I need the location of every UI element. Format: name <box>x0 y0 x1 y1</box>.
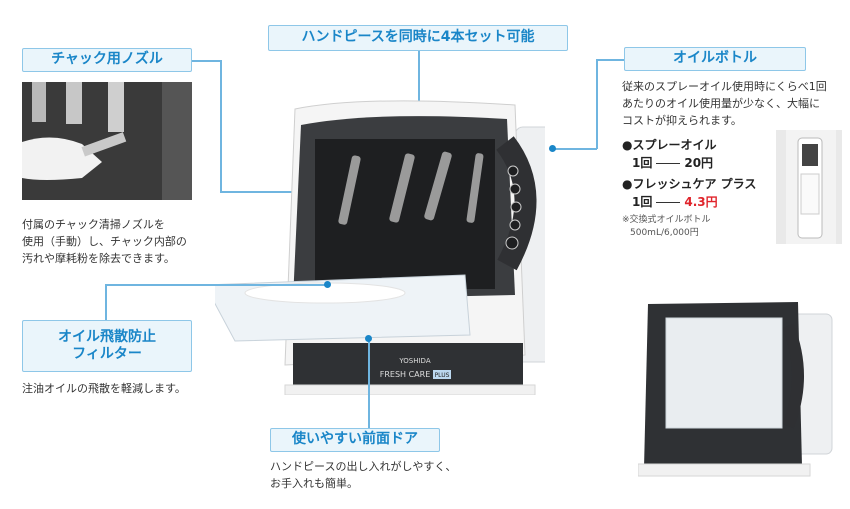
door-callout-title: 使いやすい前面ドア <box>270 428 440 452</box>
device-brand-text: YOSHIDA <box>398 357 430 365</box>
fresh-care-label: ●フレッシュケア プラス <box>622 177 757 191</box>
bottle-note-line: ※交換式オイルボトル <box>622 215 711 225</box>
fresh-care-price-row: 1回 4.3円 <box>632 193 718 210</box>
oil-desc-line: 従来のスプレーオイル使用時にくらべ1回 <box>622 80 827 93</box>
device-illustration: YOSHIDA FRESH CARE PLUS <box>215 100 545 395</box>
filter-pointer-dot <box>324 281 331 288</box>
fresh-care-price: 4.3円 <box>684 195 718 209</box>
oil-bottle-photo <box>776 130 842 244</box>
price-dash <box>656 202 681 203</box>
door-desc-line: お手入れも簡単。 <box>270 477 358 490</box>
oil-bottle-callout-title: オイルボトル <box>624 47 806 71</box>
nozzle-desc-line: 汚れや摩耗粉を除去できます。 <box>22 252 175 265</box>
handpiece-callout-title: ハンドピースを同時に4本セット可能 <box>268 25 568 51</box>
oil-connector-h1 <box>596 59 624 61</box>
nozzle-desc-line: 使用（手動）し、チャック内部の <box>22 235 187 248</box>
oil-bottle-description: 従来のスプレーオイル使用時にくらべ1回 あたりのオイル使用量が少なく、大幅に コ… <box>622 78 846 129</box>
nozzle-connector-v <box>220 60 222 192</box>
oil-bottle-photo-illustration <box>786 130 836 244</box>
filter-title-line: オイル飛散防止 <box>58 328 156 345</box>
nozzle-desc-line: 付属のチャック清掃ノズルを <box>22 218 165 231</box>
filter-connector-v <box>105 285 107 320</box>
door-desc-line: ハンドピースの出し入れがしやすく、 <box>270 460 457 473</box>
spray-oil-price: 20円 <box>684 156 714 170</box>
nozzle-description: 付属のチャック清掃ノズルを 使用（手動）し、チャック内部の 汚れや摩耗粉を除去で… <box>22 216 222 267</box>
oil-pointer-dot <box>549 145 556 152</box>
spray-oil-label: ●スプレーオイル <box>622 138 717 152</box>
oil-connector-v <box>596 59 598 149</box>
device-model-badge: PLUS <box>435 372 450 379</box>
nozzle-connector-h1 <box>192 60 220 62</box>
filter-connector-h <box>105 284 327 286</box>
oil-desc-line: あたりのオイル使用量が少なく、大幅に <box>622 97 820 110</box>
filter-callout-title: オイル飛散防止 フィルター <box>22 320 192 372</box>
nozzle-callout-title: チャック用ノズル <box>22 48 192 72</box>
device-model-text: FRESH CARE <box>380 370 431 379</box>
door-connector <box>368 338 370 428</box>
price-dash <box>656 163 681 164</box>
filter-description: 注油オイルの飛散を軽減します。 <box>22 382 186 395</box>
device-model-badge-bg <box>433 370 451 379</box>
bottle-note-line: 500mL/6,000円 <box>630 228 699 238</box>
spray-oil-price-row: 1回 20円 <box>632 154 713 171</box>
device-closed-photo <box>638 302 833 477</box>
oil-desc-line: コストが抑えられます。 <box>622 114 742 127</box>
fresh-care-per-use: 1回 <box>632 195 653 209</box>
door-description: ハンドピースの出し入れがしやすく、 お手入れも簡単。 <box>270 458 490 492</box>
oil-connector-h2 <box>552 148 597 150</box>
spray-oil-per-use: 1回 <box>632 156 653 170</box>
nozzle-photo <box>22 82 192 200</box>
bottle-note: ※交換式オイルボトル 500mL/6,000円 <box>622 214 711 240</box>
filter-title-line: フィルター <box>72 346 142 362</box>
nozzle-photo-illustration <box>22 82 192 200</box>
door-pointer-dot <box>365 335 372 342</box>
